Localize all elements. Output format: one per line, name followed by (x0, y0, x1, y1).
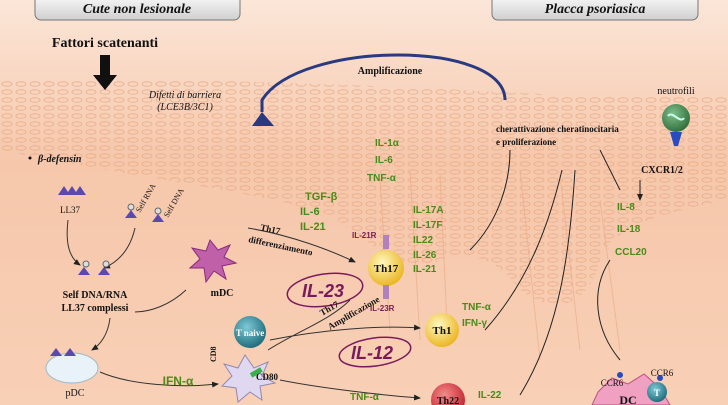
epidermis-layer (0, 79, 728, 305)
ifn-alpha: IFN-α (163, 374, 194, 388)
diff-arrow (247, 227, 356, 263)
th22-label: Th22 (437, 396, 459, 405)
dc-label: DC (619, 393, 636, 405)
th22-left-cytokine: TNF-α (350, 392, 380, 403)
ll37-to-complex-arrow (66, 219, 81, 266)
neutro-cytokine: CCL20 (615, 247, 647, 258)
diff-cytokine: IL-21 (300, 221, 326, 233)
il12-ellipse (338, 336, 412, 368)
il21r-label: IL-21R (352, 231, 377, 240)
il23-ellipse (286, 272, 364, 308)
kera-cytokine: IL-1α (375, 138, 400, 149)
th17-label: Th17 (374, 263, 399, 275)
ccr6-label-a: CCR6 (601, 378, 624, 388)
header-right-box (491, 0, 699, 21)
apc-cell (220, 354, 277, 403)
to-th1-arrow (269, 324, 421, 341)
triggers-label: Fattori scatenanti (52, 36, 158, 51)
il23r-receptor-icon (383, 285, 389, 299)
complex-label-1: Self DNA/RNA (63, 290, 128, 301)
mdc-cell (188, 238, 238, 284)
th1-to-kera-line (484, 169, 563, 331)
neutro-cytokine: IL-18 (617, 224, 641, 235)
cd8-label: CD8 (209, 346, 218, 362)
cd80-marker-icon (249, 367, 263, 378)
neutro-cytokine: IL-8 (617, 202, 635, 213)
th22-right-cytokine: IL-22 (478, 390, 502, 401)
th22-to-kera-line (519, 169, 576, 396)
cd80-label: CD80 (256, 372, 278, 382)
il21r-receptor-icon (383, 235, 389, 249)
th17-out-cytokine: IL-26 (413, 250, 437, 261)
il23-label: IL-23 (302, 281, 344, 301)
header-left-box (34, 0, 241, 21)
ll37-icon (58, 186, 86, 195)
th1-out-cytokine: IFN-γ (462, 318, 487, 329)
pdc-receptor-icon (50, 348, 76, 356)
t-naive-cell (234, 316, 266, 348)
cxcr-label: CXCR1/2 (641, 165, 683, 176)
ccr6-label-b: CCR6 (651, 368, 674, 378)
th17-to-kera-line (469, 149, 511, 251)
to-th22-arrow (279, 379, 421, 401)
defensin-label: β-defensin (37, 154, 82, 165)
neutrophil-nucleus (667, 113, 685, 121)
t-naive-label: T naive (236, 328, 265, 338)
th17-diff-label-1: Th17 (260, 222, 282, 236)
header-left: Cute non lesionale (83, 2, 191, 17)
amplification-arrowhead-icon (252, 112, 274, 126)
amplification-label: Amplificazione (358, 66, 423, 77)
ccr6-receptor-icon (657, 375, 663, 381)
self-dna-icon (152, 207, 164, 222)
th22-cell (431, 383, 465, 405)
th17-cell (368, 250, 404, 286)
complex-label-2: LL37 complessi (62, 303, 129, 314)
trigger-arrow-icon (93, 55, 117, 90)
header-right: Placca psoriasica (545, 2, 646, 17)
barrier-label-2: (LCE3B/3C1) (157, 102, 213, 113)
th17-out-cytokine: IL22 (413, 235, 433, 246)
mdc-label: mDC (211, 288, 234, 299)
diff-cytokine: TGF-β (305, 191, 338, 203)
amplification-loop (260, 53, 507, 112)
kera-to-neutro-line (599, 149, 621, 191)
kera-cytokine: IL-6 (375, 155, 393, 166)
kera-cytokine: TNF-α (367, 173, 397, 184)
pdc-label: pDC (66, 388, 85, 399)
apc-il23-line (267, 299, 351, 351)
keratino-label-2: e proliferazione (496, 137, 556, 147)
th1-cell (425, 313, 459, 347)
ccr6-receptor-icon (617, 372, 623, 378)
pdc-cell (45, 352, 99, 384)
diff-cytokine: IL-6 (300, 206, 320, 218)
pdc-to-dc-arrow (99, 371, 219, 388)
th17-out-cytokine: IL-21 (413, 264, 437, 275)
keratino-label-1: cherattivazione cheratinocitaria (496, 124, 619, 134)
ll37-label: LL37 (60, 205, 80, 215)
cxcr-receptor-icon (670, 132, 682, 146)
barrier-label-1: Difetti di barriera (148, 90, 221, 101)
neutrophils-label: neutrofili (657, 86, 694, 97)
complex-mdc-line (134, 289, 187, 313)
th17-out-cytokine: IL-17F (413, 220, 442, 231)
ccl20-to-dc-line (597, 259, 621, 361)
th1-label: Th1 (433, 325, 452, 337)
defensin-dot (28, 156, 32, 160)
il12-label: IL-12 (351, 343, 393, 363)
self-rna-icon (125, 203, 137, 218)
th17-out-cytokine: IL-17A (413, 205, 444, 216)
complex-icon (78, 260, 110, 275)
complex-to-pdc-arrow (91, 317, 111, 351)
il23r-label: IL-23R (370, 304, 395, 313)
th1-out-cytokine: TNF-α (462, 302, 492, 313)
t-cell-small (647, 382, 667, 402)
t-label: T (654, 388, 660, 398)
